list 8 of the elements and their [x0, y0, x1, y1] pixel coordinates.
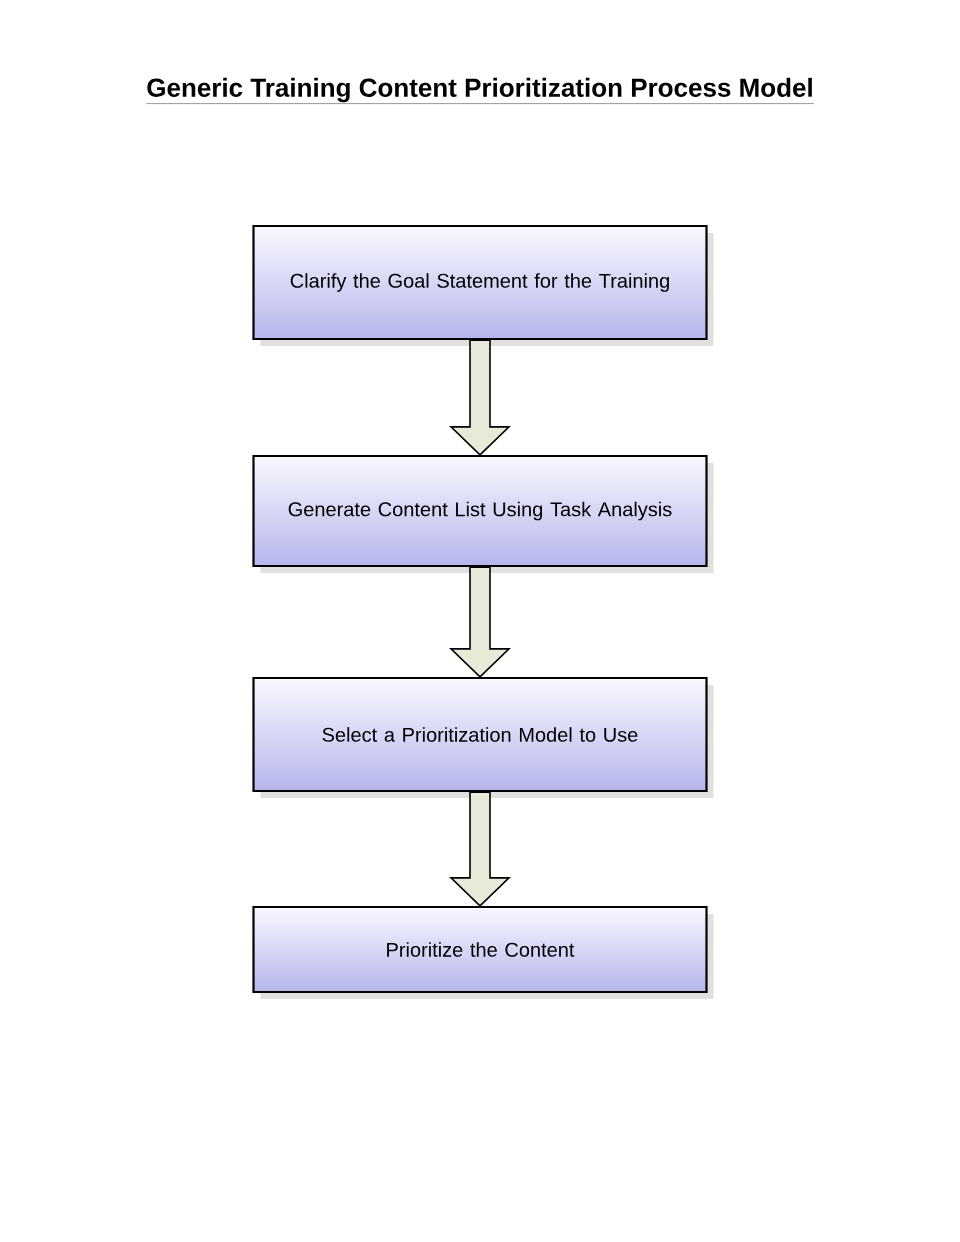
process-box: Clarify the Goal Statement for the Training	[252, 224, 714, 346]
block-arrow	[449, 566, 511, 679]
block-arrow	[449, 791, 511, 908]
block-arrow	[449, 339, 511, 457]
process-box: Generate Content List Using Task Analysis	[252, 454, 714, 573]
process-box: Prioritize the Content	[252, 905, 714, 999]
process-box: Select a Prioritization Model to Use	[252, 676, 714, 798]
title: Generic Training Content Prioritization Process Model	[146, 77, 814, 104]
